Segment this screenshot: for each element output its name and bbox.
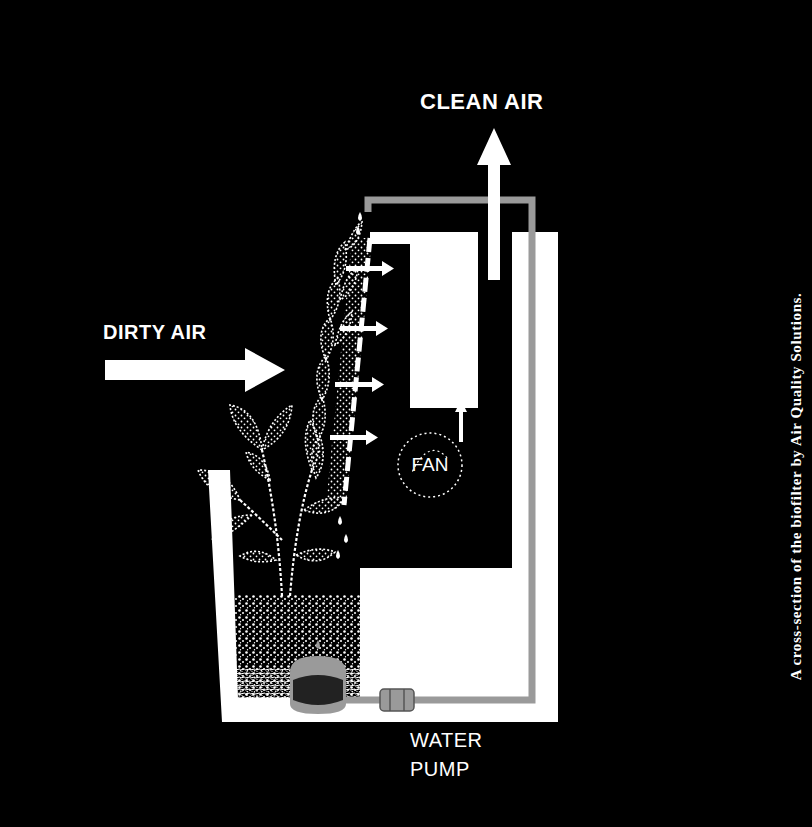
fan-circle: FAN: [396, 431, 464, 499]
label-text: WATER PUMP: [410, 726, 483, 784]
caption: A cross-section of the biofilter by Air …: [788, 292, 805, 680]
airflow-arrows: [330, 261, 467, 445]
potted-plant-leaves: [198, 405, 345, 562]
potted-plant: [240, 450, 312, 596]
filter-media: [326, 238, 372, 505]
water-drop: [316, 640, 320, 649]
water-pump-body: [290, 656, 346, 714]
housing: [208, 232, 558, 722]
air-duct: [370, 232, 478, 408]
clean-air-arrow: [477, 128, 511, 280]
label-text: DIRTY AIR: [103, 318, 206, 347]
dirty-air-arrow: [105, 348, 285, 392]
water-pipe: [340, 200, 532, 700]
pipe-valve: [380, 689, 414, 711]
label-text: CLEAN AIR: [420, 86, 543, 118]
fan-label: FAN: [412, 454, 449, 476]
